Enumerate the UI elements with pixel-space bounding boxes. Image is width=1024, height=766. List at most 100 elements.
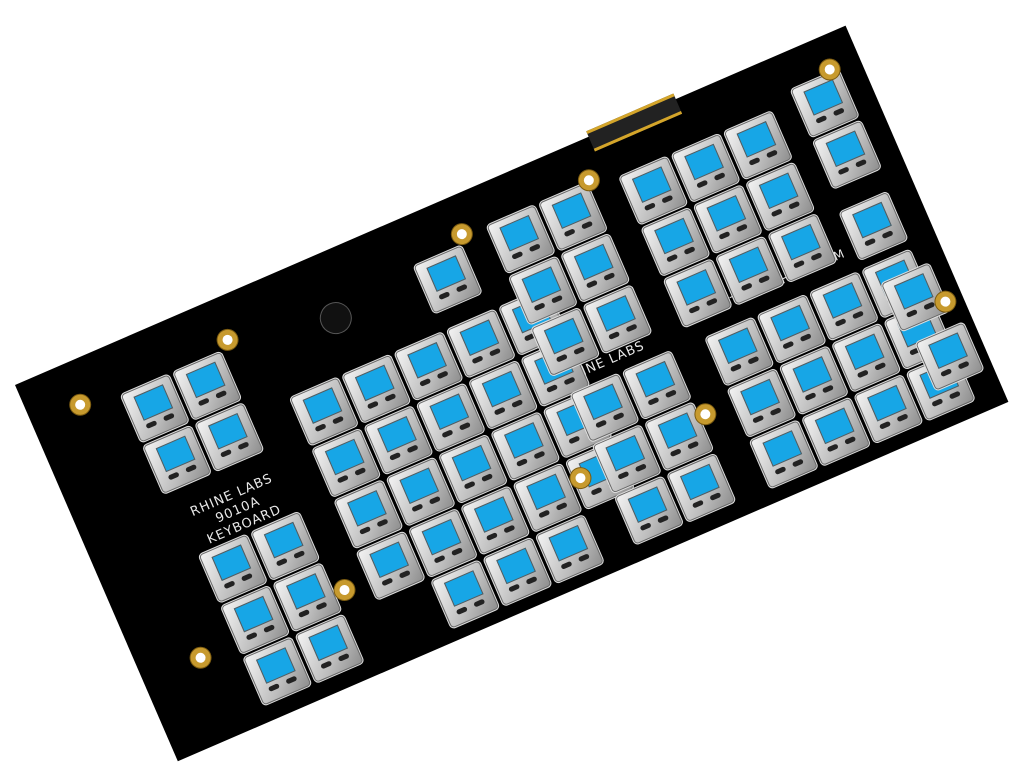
key-pin — [661, 194, 674, 204]
key-pin — [185, 463, 198, 473]
key-pin — [804, 392, 817, 401]
key-pin — [245, 631, 258, 641]
key-pin — [568, 435, 581, 445]
key-pin — [896, 413, 909, 423]
key-pin — [748, 156, 761, 166]
key-pin — [603, 272, 616, 282]
key-pin — [563, 376, 576, 386]
key-pin — [713, 172, 726, 181]
key-pin — [488, 347, 501, 357]
key-pin — [617, 470, 630, 480]
key-pin — [740, 282, 753, 292]
key-pin — [687, 440, 700, 450]
key-pin — [563, 228, 576, 238]
key-pin — [555, 501, 568, 511]
key-pin — [718, 230, 731, 240]
key-pin — [550, 294, 564, 304]
key-pin — [573, 346, 586, 356]
key-pin — [931, 398, 944, 408]
key-pin — [458, 421, 471, 431]
key-pin — [197, 397, 210, 407]
key-pin — [376, 518, 389, 528]
key-pin — [438, 291, 451, 301]
key-pin — [315, 601, 328, 611]
key-pin — [782, 340, 795, 350]
key-pin — [560, 560, 573, 570]
key-pin — [826, 443, 839, 453]
key-pin — [879, 420, 892, 430]
key-pin — [834, 318, 847, 327]
key-pin — [791, 458, 804, 468]
key-pin — [874, 361, 887, 371]
key-pin — [411, 503, 424, 513]
key-pin — [735, 223, 748, 233]
key-pin — [337, 652, 350, 662]
key-pin — [696, 179, 709, 189]
mounting-hole — [187, 644, 214, 671]
key-pin — [320, 660, 333, 670]
key-pin — [747, 355, 760, 365]
key-pin — [389, 451, 402, 461]
key-pin — [215, 389, 228, 399]
key-pin — [473, 598, 486, 608]
key-pin — [406, 444, 419, 454]
key-pin — [463, 480, 476, 490]
key-pin — [381, 577, 394, 587]
key-pin — [398, 569, 411, 579]
key-pin — [511, 399, 524, 409]
key-pin — [419, 377, 432, 387]
key-pin — [948, 390, 961, 400]
key-pin — [709, 492, 722, 501]
key-pin — [485, 532, 498, 542]
key-pin — [354, 467, 367, 476]
key-pin — [237, 441, 250, 451]
key-pin — [758, 274, 771, 284]
key-pin — [511, 250, 524, 260]
key-pin — [612, 411, 625, 421]
key-pin — [957, 360, 970, 370]
key-pin — [832, 107, 845, 117]
pcb-board: RHINE LABS 9010A KEYBOARD RHINE LABS WWW… — [15, 25, 1009, 762]
key-pin — [657, 514, 670, 524]
key-pin — [508, 583, 521, 593]
key-pin — [729, 363, 742, 373]
key-pin — [297, 609, 311, 618]
key-pin — [595, 419, 608, 429]
key-pin — [647, 396, 660, 406]
key-pin — [240, 572, 253, 582]
key-pin — [666, 253, 679, 263]
key-pin — [145, 420, 158, 430]
key-pin — [384, 392, 397, 402]
key-pin — [639, 522, 652, 532]
key-pin — [854, 158, 868, 168]
key-pin — [688, 304, 701, 314]
mounting-hole — [67, 391, 94, 418]
key-pin — [581, 220, 594, 230]
key-pin — [428, 495, 441, 505]
key-pin — [844, 435, 857, 445]
key-pin — [770, 208, 783, 218]
key-pin — [788, 200, 801, 210]
key-pin — [162, 412, 175, 422]
key-pin — [433, 554, 446, 564]
key-pin — [493, 406, 506, 416]
key-pin — [669, 448, 682, 458]
key-pin — [856, 369, 869, 379]
key-switch — [837, 190, 909, 262]
key-pin — [765, 149, 779, 159]
key-pin — [664, 389, 677, 399]
key-pin — [219, 448, 233, 458]
key-pin — [691, 499, 704, 509]
key-pin — [267, 683, 280, 693]
mounting-hole — [214, 326, 241, 354]
key-pin — [285, 675, 298, 685]
key-pin — [528, 243, 541, 253]
key-switch — [412, 243, 484, 315]
key-pin — [533, 450, 546, 460]
key-pin — [940, 368, 953, 378]
key-pin — [799, 333, 812, 343]
key-pin — [441, 429, 454, 439]
key-pin — [705, 297, 718, 307]
key-pin — [577, 553, 590, 563]
key-pin — [503, 524, 516, 534]
